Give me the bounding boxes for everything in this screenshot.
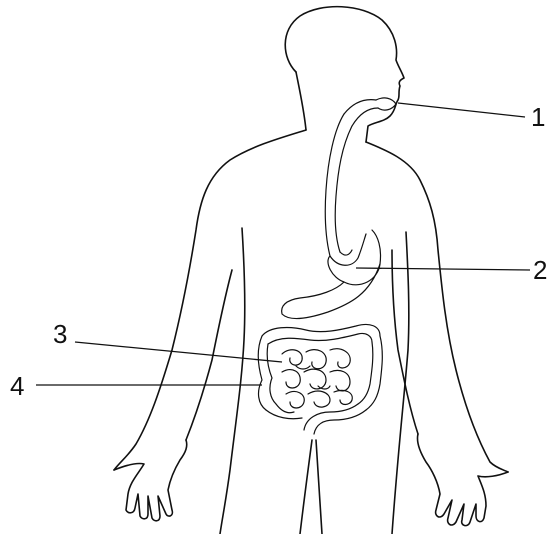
- leader-line-1: [398, 103, 525, 117]
- label-3: 3: [53, 319, 67, 349]
- label-1: 1: [531, 102, 545, 132]
- number-labels: 1 2 3 4: [10, 102, 547, 401]
- esophagus-stomach: [282, 98, 396, 319]
- label-4: 4: [10, 371, 24, 401]
- leader-line-2: [356, 268, 530, 270]
- leader-lines: [36, 103, 530, 385]
- body-outline: [114, 7, 508, 534]
- leader-line-3: [75, 342, 282, 362]
- label-2: 2: [533, 255, 547, 285]
- intestines: [258, 324, 382, 434]
